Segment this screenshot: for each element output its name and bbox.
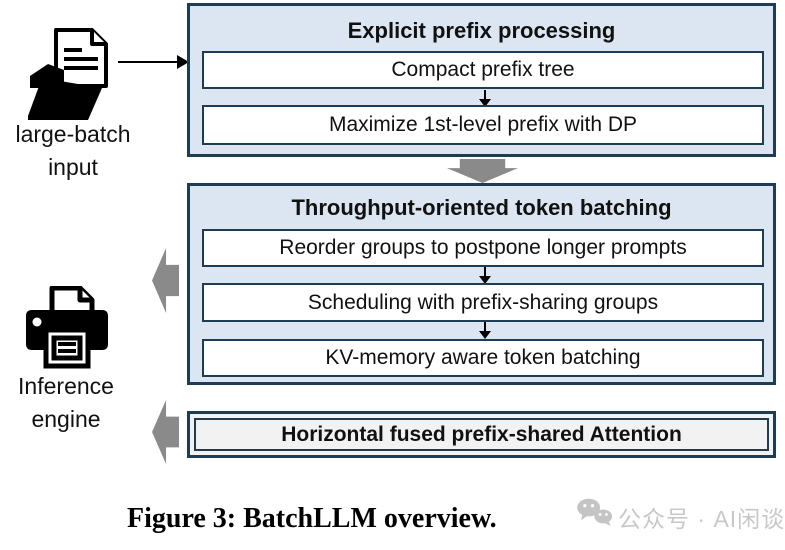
wechat-icon (577, 498, 613, 526)
input-arrow-head (177, 55, 189, 69)
step-scheduling-groups: Scheduling with prefix-sharing groups (202, 283, 764, 322)
input-arrow-line (118, 61, 180, 63)
big-down-arrow-icon (447, 159, 518, 183)
box-horizontal-fused-attention: Horizontal fused prefix-shared Attention (187, 411, 776, 458)
step-reorder-groups: Reorder groups to postpone longer prompt… (202, 229, 764, 267)
left-arrow-icon (152, 248, 179, 313)
figure-caption: Figure 3: BatchLLM overview. (127, 503, 497, 534)
left-arrow-icon (152, 400, 179, 464)
step-maximize-prefix-dp: Maximize 1st-level prefix with DP (202, 105, 764, 145)
step-kv-memory-batching: KV-memory aware token batching (202, 339, 764, 377)
box-throughput-token-batching: Throughput-oriented token batching Reord… (187, 183, 776, 385)
watermark-label: 公众号 · AI闲谈 (618, 506, 785, 532)
printer-icon (26, 286, 108, 369)
step-compact-prefix-tree: Compact prefix tree (202, 51, 764, 89)
box-explicit-prefix-processing: Explicit prefix processing Compact prefi… (187, 3, 776, 157)
engine-label: Inference engine (18, 373, 114, 432)
folder-document-icon (28, 28, 108, 120)
box1-title: Explicit prefix processing (347, 18, 616, 43)
box2-title: Throughput-oriented token batching (291, 195, 672, 220)
box3-title: Horizontal fused prefix-shared Attention (194, 418, 769, 451)
input-label: large-batch input (15, 121, 131, 180)
